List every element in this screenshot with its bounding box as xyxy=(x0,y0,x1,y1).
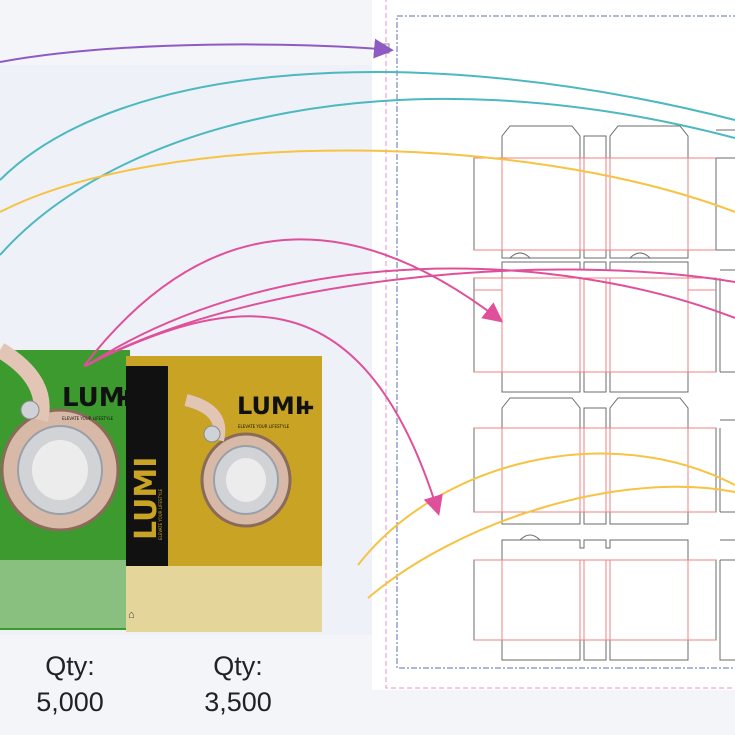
dieline-row-3 xyxy=(473,397,735,525)
yellow-box-side-panel xyxy=(126,366,168,566)
home-icon: ⌂ xyxy=(128,609,135,621)
yellow-box-reflection xyxy=(126,566,322,632)
green-box-brand: LUMI xyxy=(62,383,134,413)
qty-value: 5,000 xyxy=(36,687,104,717)
green-box-tagline: ELEVATE YOUR LIFESTYLE xyxy=(62,416,114,421)
yellow-box-tagline: ELEVATE YOUR LIFESTYLE xyxy=(238,424,290,429)
connector-purple xyxy=(0,38,394,63)
yellow-box-brand: LUMI xyxy=(237,392,304,420)
connector-pink-3 xyxy=(85,268,735,367)
qty-value: 3,500 xyxy=(204,687,272,717)
green-box: LUMI ✚ ELEVATE YOUR LIFESTYLE xyxy=(0,343,136,630)
yellow-box: LUMI ✚ ELEVATE YOUR LIFESTYLE LUMI ELEVA… xyxy=(126,356,322,632)
sheet-inner-border xyxy=(396,15,735,669)
yellow-box-side-brand: LUMI xyxy=(129,457,164,540)
dieline-row-4 xyxy=(473,534,735,661)
dieline-layout xyxy=(473,125,735,661)
dieline-row-1 xyxy=(473,125,735,259)
connector-yellow-3 xyxy=(367,485,735,599)
connector-yellow-2 xyxy=(357,452,735,566)
headphone-illustration-2 xyxy=(184,394,292,528)
yellow-box-side-tagline: ELEVATE YOUR LIFESTYLE xyxy=(158,488,163,540)
connector-yellow-1 xyxy=(0,149,735,213)
sheet-outer-border xyxy=(385,0,735,689)
connector-teal-1 xyxy=(0,71,735,181)
qty-green-box: Qty: 5,000 xyxy=(0,648,145,720)
headphone-illustration xyxy=(0,343,120,532)
connector-arrows xyxy=(0,38,735,599)
connector-pink-4 xyxy=(85,267,735,367)
connector-pink-1 xyxy=(83,238,504,367)
qty-label: Qty: xyxy=(45,651,95,681)
brand-plus-icon-2: ✚ xyxy=(299,398,314,419)
print-sheet xyxy=(372,0,735,690)
connector-teal-2 xyxy=(0,97,735,256)
qty-yellow-box: Qty: 3,500 xyxy=(163,648,313,720)
green-box-reflection xyxy=(0,560,130,628)
qty-label: Qty: xyxy=(213,651,263,681)
